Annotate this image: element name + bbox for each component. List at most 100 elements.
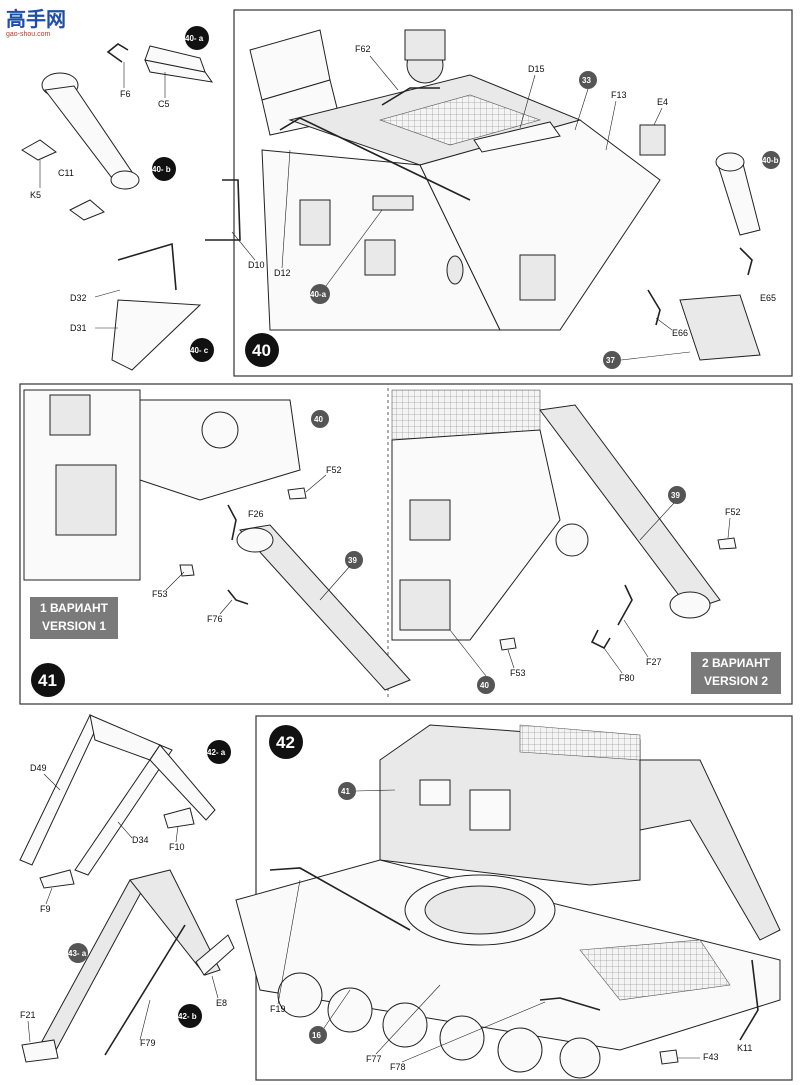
part-e4 [639, 124, 666, 156]
part-f53-v1 [179, 564, 195, 577]
subassembly-42a: D49 D34 F10 F9 42- a [19, 714, 231, 914]
callout-43a-text: 43- a [68, 949, 87, 958]
label-k5: K5 [30, 190, 41, 200]
callout-40-v2-text: 40 [480, 681, 489, 690]
label-f52-v1: F52 [326, 465, 342, 475]
label-e66: E66 [672, 328, 688, 338]
step-40-number: 40 [252, 341, 271, 360]
step-42-vehicle [235, 724, 781, 1079]
callout-40b-main-text: 40-b [762, 156, 779, 165]
part-f53-v2 [499, 637, 517, 651]
label-f80: F80 [619, 673, 635, 683]
part-40a-on-hull [372, 195, 414, 211]
step-41-version-2-labels: 39 F52 F53 F27 F80 40 2 ВАРИАНТ VERSION … [449, 486, 781, 694]
part-rammer-arm [639, 759, 781, 941]
part-k5-a [21, 139, 57, 161]
part-f6 [106, 43, 129, 63]
label-d31: D31 [70, 323, 87, 333]
callout-41-text: 41 [341, 787, 350, 796]
label-d49: D49 [30, 763, 47, 773]
callout-40c [190, 338, 214, 362]
label-f78: F78 [390, 1062, 406, 1072]
step-40-badge [245, 333, 279, 367]
label-f52-v2: F52 [725, 507, 741, 517]
callout-39-v2 [668, 486, 686, 504]
label-f79: F79 [140, 1038, 156, 1048]
callout-43a [68, 943, 88, 963]
part-f52-v1 [287, 487, 307, 500]
subassembly-40c: D32 D31 40- c [70, 242, 214, 371]
label-k11: K11 [737, 1043, 752, 1053]
part-d10 [205, 179, 241, 241]
callout-40a-main-text: 40-a [310, 290, 327, 299]
step-42-badge [269, 725, 303, 759]
step-41-version-1-labels: 40 F52 F26 F53 F76 39 1 ВАРИАНТ VERSION … [30, 410, 363, 697]
label-f9: F9 [40, 904, 51, 914]
part-f19 [269, 867, 411, 931]
part-f52-v2 [717, 537, 737, 550]
step-40-labels: F62 D15 F13 E4 D10 D12 E65 E66 33 40-b 4… [231, 44, 780, 369]
callout-41 [338, 782, 356, 800]
part-e66 [647, 289, 661, 326]
callout-37 [603, 351, 621, 369]
variant-1-en: VERSION 1 [42, 619, 106, 633]
subassembly-42b: 43- a E8 F21 F79 42- b [20, 869, 235, 1063]
part-k5-b [69, 199, 105, 221]
part-f79 [104, 924, 186, 1056]
label-f13: F13 [611, 90, 627, 100]
part-k11 [739, 959, 759, 1041]
callout-40b-main [762, 151, 780, 169]
watermark-logo: 高手网 gao-shou.com [6, 7, 66, 38]
callout-40-v1 [311, 410, 329, 428]
step-41-badge [31, 663, 65, 697]
callout-16-text: 16 [312, 1031, 321, 1040]
callout-40a [185, 26, 209, 50]
step-41-frame [19, 383, 793, 705]
part-f80 [590, 629, 611, 650]
label-d10: D10 [248, 260, 265, 270]
label-c11: C11 [58, 168, 74, 178]
callout-42b-text: 42- b [178, 1012, 197, 1021]
label-f27: F27 [646, 657, 662, 667]
part-d15 [473, 121, 561, 153]
label-f77: F77 [366, 1054, 382, 1064]
label-d34: D34 [132, 835, 149, 845]
part-f78 [539, 997, 601, 1011]
callout-42a [207, 740, 231, 764]
step-41-version-1 [23, 389, 411, 691]
callout-39-v1-text: 39 [348, 556, 357, 565]
label-f26: F26 [248, 509, 264, 519]
callout-40c-text: 40- c [190, 346, 209, 355]
variant-1-badge [30, 597, 118, 639]
part-d34 [74, 744, 173, 876]
subassembly-40b: C11 K5 40- b [21, 72, 176, 221]
label-d15: D15 [528, 64, 545, 74]
variant-2-ru: 2 ВАРИАНТ [702, 656, 771, 670]
label-e4: E4 [657, 97, 668, 107]
callout-40-v2 [477, 676, 495, 694]
step-42-number: 42 [276, 733, 295, 752]
subassembly-40a: F6 C5 40- a [106, 26, 214, 109]
callout-42a-text: 42- a [207, 748, 226, 757]
part-e65 [739, 247, 753, 276]
label-e8: E8 [216, 998, 227, 1008]
watermark-url: gao-shou.com [6, 31, 51, 38]
label-f53-v1: F53 [152, 589, 168, 599]
label-f43: F43 [703, 1052, 719, 1062]
part-f76 [227, 589, 249, 605]
callout-40b-text: 40- b [152, 165, 171, 174]
callout-33 [579, 71, 597, 89]
part-c11 [44, 85, 133, 179]
callout-16 [309, 1026, 327, 1044]
part-f26 [227, 504, 237, 541]
step-41-number: 41 [38, 671, 57, 690]
label-f76: F76 [207, 614, 223, 624]
step-41-version-2 [391, 389, 737, 651]
part-c5-top [144, 45, 206, 73]
watermark-text: 高手网 [6, 7, 66, 31]
label-f21: F21 [20, 1010, 36, 1020]
callout-42b [178, 1004, 202, 1028]
callout-33-text: 33 [582, 76, 591, 85]
